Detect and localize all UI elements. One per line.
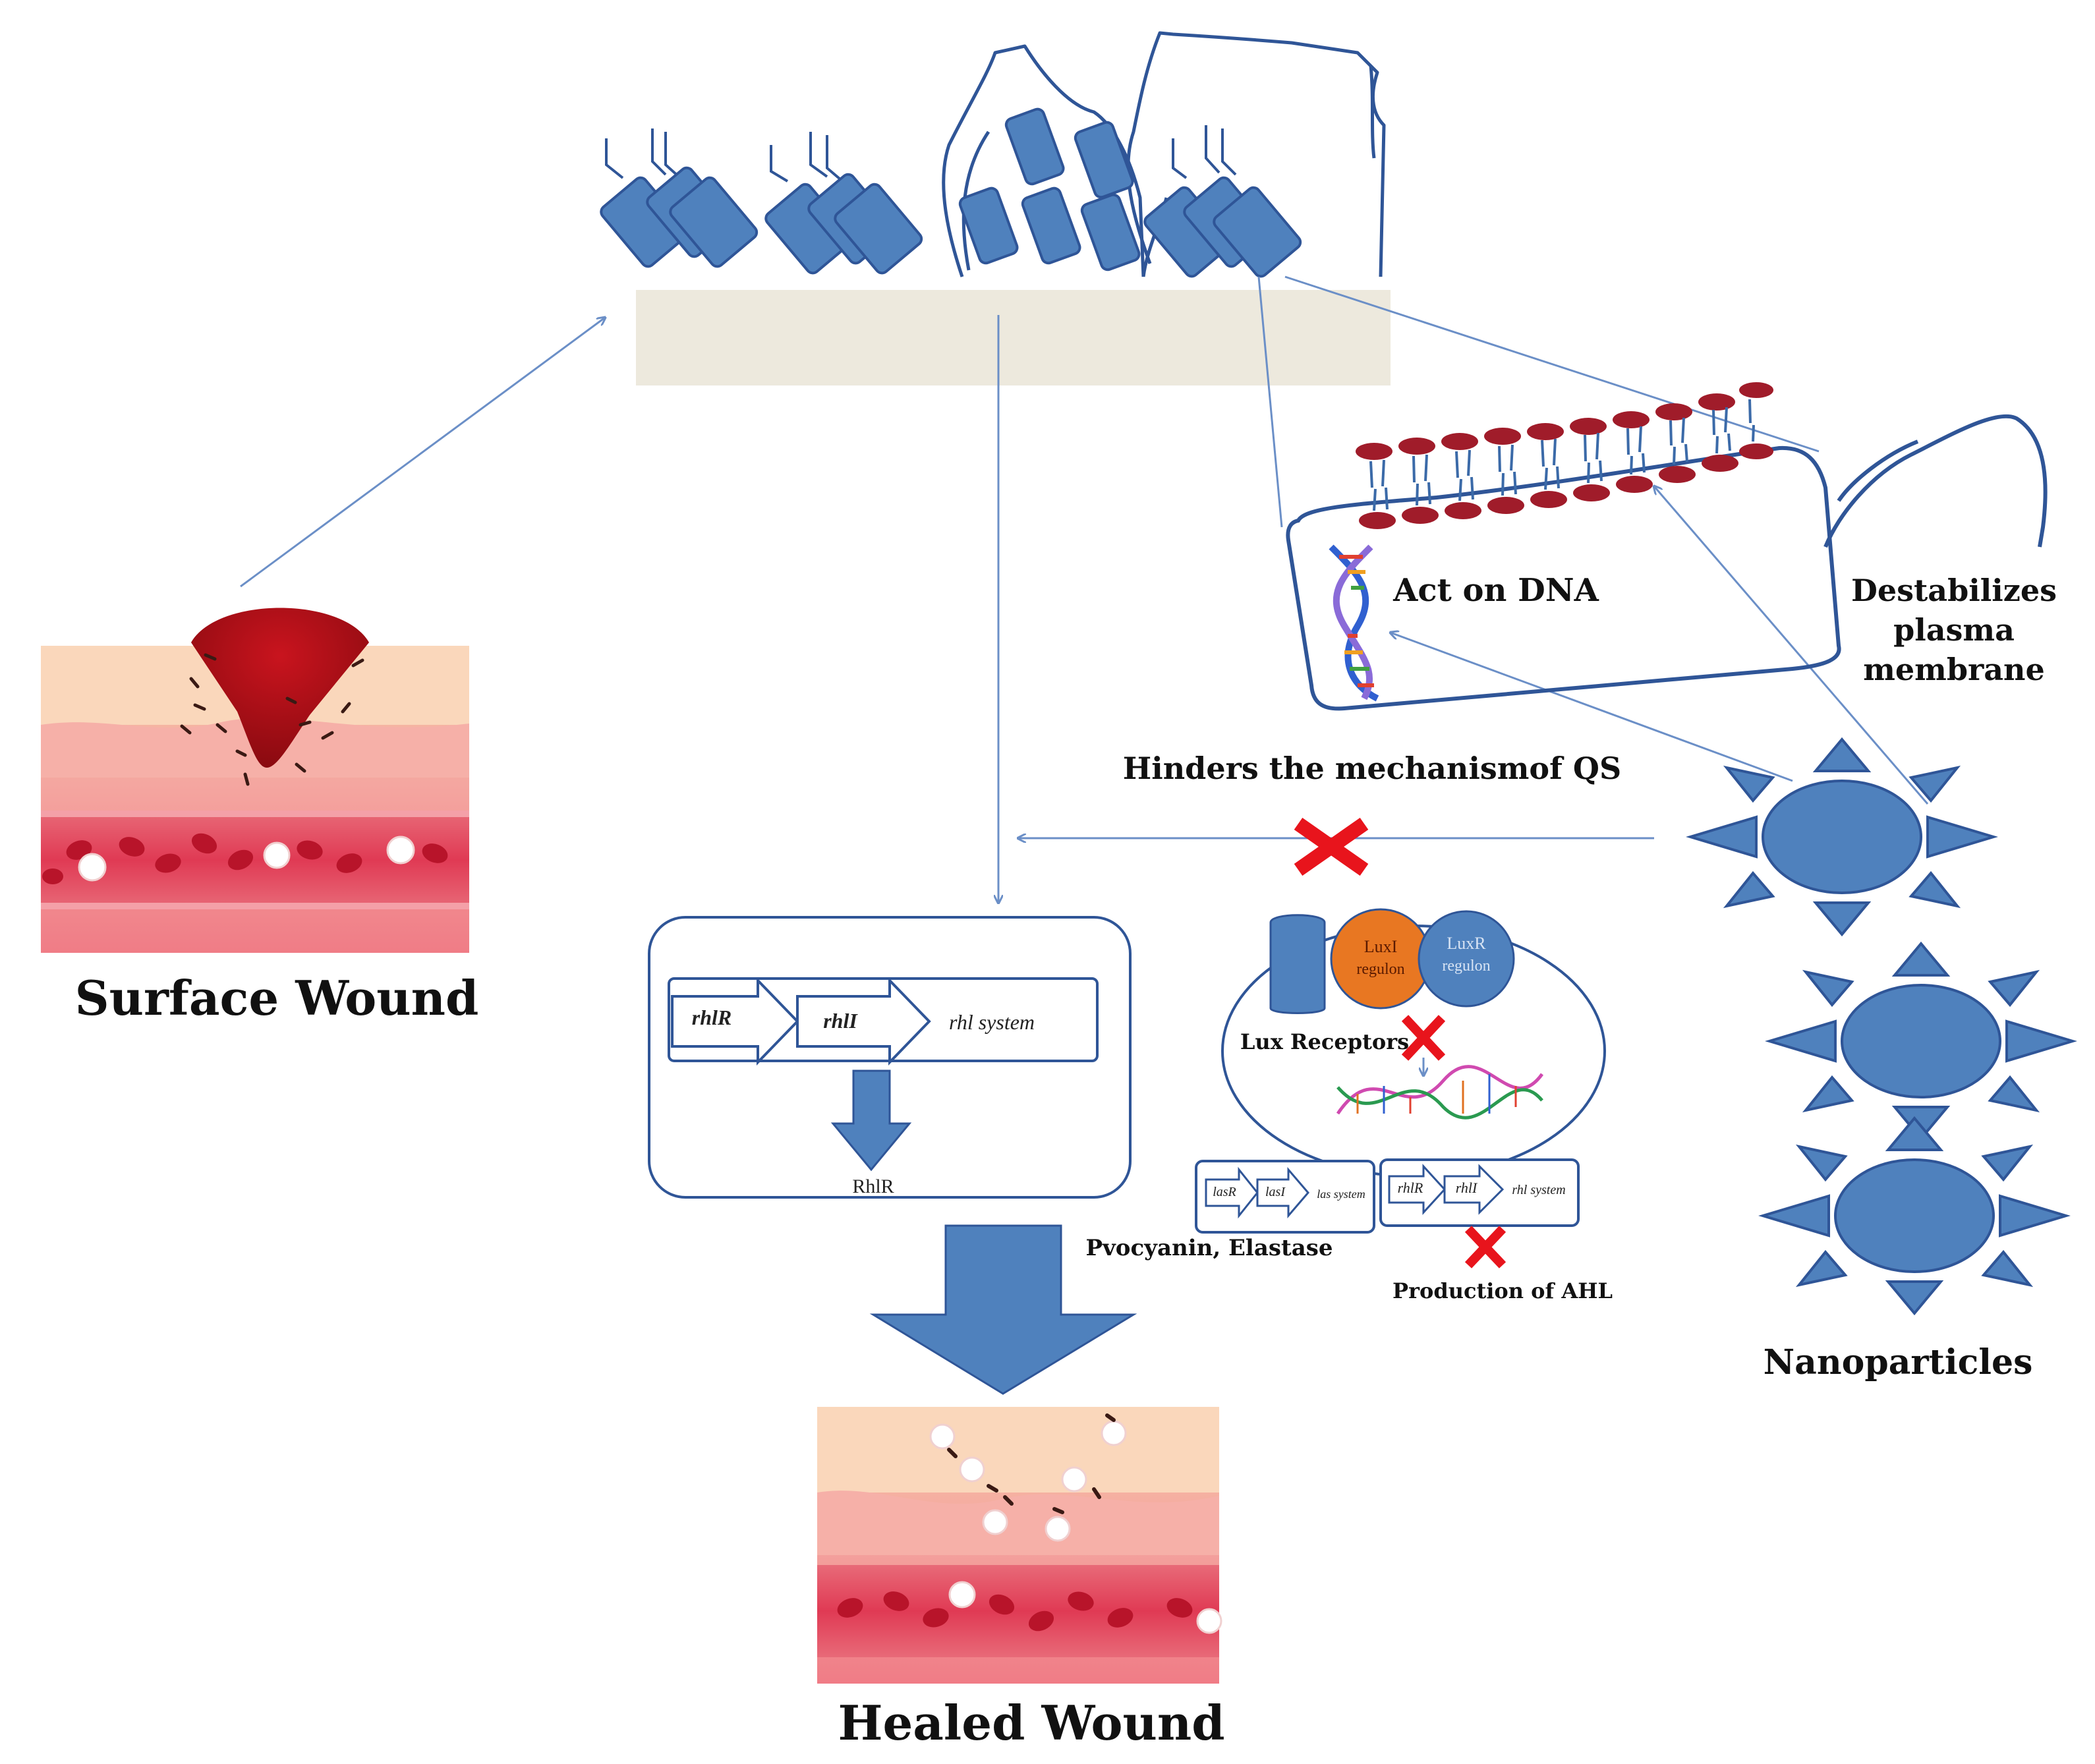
hinders-red-cross xyxy=(1294,817,1369,876)
biofilm-bacteria xyxy=(600,107,1302,278)
nanoparticle-2 xyxy=(1765,941,2077,1141)
rhli-small-gene-arrow xyxy=(1443,1164,1505,1215)
las-system-label: las system xyxy=(1317,1187,1365,1201)
lasi-gene-arrow xyxy=(1256,1166,1309,1219)
destabilizes-label-line1: Destabilizes xyxy=(1851,573,2057,608)
rhl-gene-2-label: rhlI xyxy=(823,1009,858,1033)
nanoparticles-label: Nanoparticles xyxy=(1764,1342,2033,1382)
biofilm-base xyxy=(636,290,1391,385)
rhl-system-label: rhl system xyxy=(949,1010,1035,1034)
surface-wound-illustration xyxy=(41,608,469,953)
las-gene-1-label: lasR xyxy=(1213,1185,1236,1199)
healing-down-arrow xyxy=(869,1224,1137,1395)
ahl-red-cross xyxy=(1464,1226,1507,1268)
red-blood-cells xyxy=(42,833,448,884)
las-gene-2-label: lasI xyxy=(1265,1185,1286,1199)
healed-wound-illustration xyxy=(817,1407,1222,1684)
nanoparticle-3 xyxy=(1758,1116,2071,1316)
luxi-label-1: LuxI xyxy=(1364,937,1398,956)
wound-opening xyxy=(191,608,369,768)
rhl-small-gene-2-label: rhlI xyxy=(1456,1180,1478,1196)
luxi-label-2: regulon xyxy=(1356,961,1404,978)
rhl-gene-1-label: rhlR xyxy=(692,1006,732,1029)
rhlr-small-gene-arrow xyxy=(1388,1164,1447,1215)
lux-red-cross xyxy=(1401,1015,1446,1061)
hinders-qs-label: Hinders the mechanismof QS xyxy=(1123,751,1621,786)
lux-receptor-channel-icon xyxy=(1269,914,1326,1014)
lux-receptors-label: Lux Receptors xyxy=(1240,1029,1409,1054)
production-ahl-label: Production of AHL xyxy=(1392,1278,1613,1303)
nanoparticle-1 xyxy=(1686,737,1998,937)
connector-arrows xyxy=(240,275,1929,903)
rhl-small-system-label: rhl system xyxy=(1512,1183,1565,1197)
rhlr-output-label: RhlR xyxy=(852,1176,894,1197)
destabilizes-label-line2: plasma xyxy=(1893,612,2015,648)
dna-helix-icon xyxy=(1329,544,1379,702)
destabilized-membrane-fragment xyxy=(1823,414,2048,548)
bacteria-dots xyxy=(180,653,364,786)
rhlr-output-arrow xyxy=(830,1069,912,1172)
bacterial-cell-outline xyxy=(1286,445,1841,711)
dna-strand-icon xyxy=(1336,1065,1544,1120)
luxr-label-1: LuxR xyxy=(1447,934,1486,953)
rhli-gene-arrow xyxy=(796,977,931,1066)
rhl-small-gene-1-label: rhlR xyxy=(1398,1180,1423,1196)
destabilizes-label-line3: membrane xyxy=(1863,652,2045,687)
biofilm-flagella xyxy=(605,125,1237,183)
rhlr-gene-arrow xyxy=(671,977,799,1066)
act-on-dna-label: Act on DNA xyxy=(1392,572,1599,609)
pyocyanin-elastase-label: Pvocyanin, Elastase xyxy=(1085,1235,1333,1261)
lipid-bilayer xyxy=(1356,382,1773,529)
lasr-gene-arrow xyxy=(1205,1166,1259,1219)
surface-wound-label: Surface Wound xyxy=(75,970,479,1026)
luxr-regulon-node xyxy=(1418,910,1515,1008)
white-blood-cells xyxy=(78,836,415,882)
luxr-label-2: regulon xyxy=(1442,957,1490,975)
luxi-regulon-node xyxy=(1330,908,1431,1010)
healed-wound-label: Healed Wound xyxy=(838,1695,1224,1751)
